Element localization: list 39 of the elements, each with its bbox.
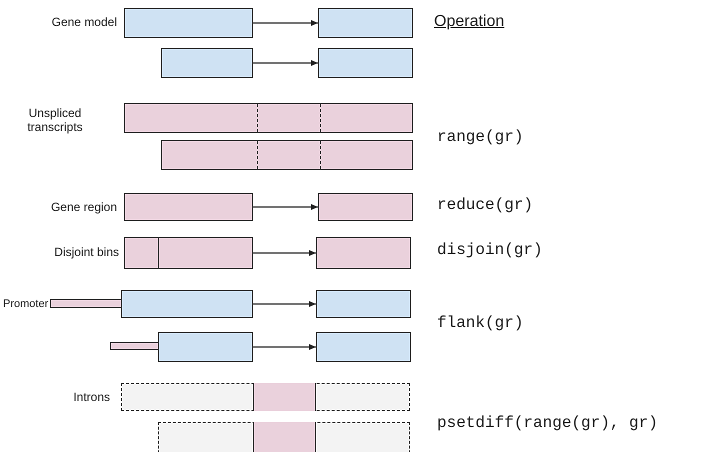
row-label: Gene model	[52, 15, 117, 29]
code-label: disjoin(gr)	[437, 241, 543, 259]
range-box	[124, 103, 413, 133]
row-label: Promoter	[3, 298, 48, 310]
range-box	[318, 8, 413, 38]
row-label: Gene region	[50, 200, 117, 214]
code-label: flank(gr)	[437, 314, 524, 332]
arrow	[253, 204, 318, 210]
range-box	[161, 140, 413, 170]
code-label: range(gr)	[437, 128, 524, 146]
range-box	[124, 237, 159, 269]
range-box	[316, 290, 411, 318]
range-box	[50, 299, 122, 308]
range-box	[121, 383, 410, 411]
code-label: reduce(gr)	[437, 196, 534, 214]
row-label: Disjoint bins	[54, 245, 119, 259]
range-box	[124, 193, 253, 221]
arrow	[253, 60, 318, 66]
column-heading: Operation	[434, 13, 504, 31]
range-box	[316, 237, 411, 269]
row-label: Unspliced transcripts	[26, 106, 84, 134]
range-box	[252, 422, 316, 452]
range-box	[121, 290, 253, 318]
arrow	[253, 20, 318, 26]
range-box	[252, 382, 316, 411]
range-box	[318, 193, 413, 221]
range-box	[158, 422, 410, 452]
range-box	[124, 8, 253, 38]
range-box	[316, 332, 411, 362]
range-box	[110, 342, 159, 350]
row-label: Introns	[73, 390, 110, 404]
arrow	[253, 301, 316, 307]
range-box	[158, 332, 253, 362]
range-box	[158, 237, 253, 269]
arrow	[253, 344, 316, 350]
range-box	[318, 48, 413, 78]
arrow	[253, 250, 316, 256]
range-box	[161, 48, 253, 78]
code-label: psetdiff(range(gr), gr)	[437, 414, 658, 432]
